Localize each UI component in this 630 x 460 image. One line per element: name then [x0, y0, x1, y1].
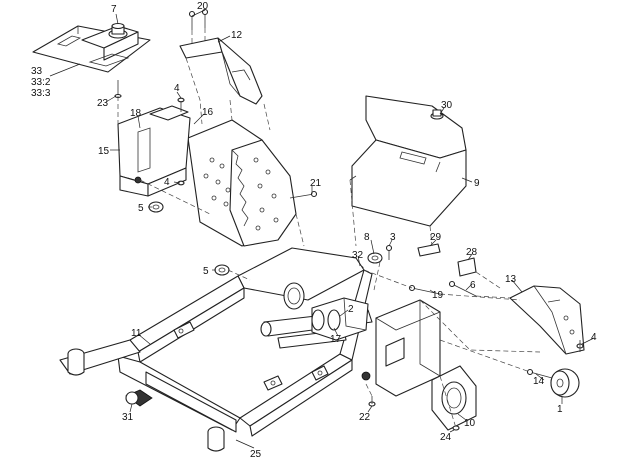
callout-33-3: 33:3: [31, 88, 51, 99]
callout-7: 7: [111, 4, 117, 15]
callout-33-2: 33:2: [31, 77, 51, 88]
spacer-5-lower: [214, 264, 230, 276]
callout-29: 29: [430, 232, 442, 243]
callout-24: 24: [440, 432, 452, 443]
callout-16: 16: [202, 107, 214, 118]
plate-29: [417, 243, 441, 257]
bolt-14: [526, 368, 553, 379]
callout-4-b: 4: [164, 177, 170, 188]
screw-3: [385, 244, 393, 260]
callout-14: 14: [533, 376, 545, 387]
callout-18: 18: [130, 108, 142, 119]
callout-2: 2: [348, 304, 354, 315]
callout-3: 3: [390, 232, 396, 243]
callout-28: 28: [466, 247, 478, 258]
screw-4-upper: [177, 97, 185, 112]
callout-10: 10: [464, 418, 476, 429]
gear-plate-holes: [203, 157, 279, 231]
mount-plate-33: [32, 25, 151, 73]
screw-4-right: [576, 340, 584, 352]
heat-shield-9: [349, 95, 467, 227]
callout-6: 6: [470, 280, 476, 291]
callout-12: 12: [231, 30, 243, 41]
bolts-20: [188, 8, 209, 45]
callout-11: 11: [131, 328, 142, 339]
callout-5-a: 5: [138, 203, 144, 214]
wheel-1: [550, 368, 580, 398]
frame-11: [117, 247, 373, 437]
callout-19: 19: [432, 290, 444, 301]
callout-32: 32: [352, 250, 364, 261]
motor-2: [311, 297, 369, 341]
callout-30: 30: [441, 100, 453, 111]
switch-31: [125, 389, 153, 407]
leader-lines: [49, 9, 595, 449]
screw-23: [114, 80, 122, 99]
knob-30: [430, 109, 444, 120]
callout-13: 13: [505, 274, 517, 285]
callout-labels: 7 20 12 33 33:2 33:3 23 4 18 16 15 4 5 3…: [31, 1, 597, 460]
screw-24: [452, 425, 460, 431]
callout-21: 21: [310, 178, 322, 189]
callout-22: 22: [359, 412, 371, 423]
cover-12: [179, 37, 263, 105]
cover-plate-10: [431, 365, 477, 431]
bolt-6: [448, 280, 477, 297]
callout-9: 9: [474, 178, 480, 189]
bracket-15: [117, 105, 211, 215]
assembly-lines: [117, 57, 541, 429]
callout-4-a: 4: [174, 83, 180, 94]
callout-25: 25: [250, 449, 262, 460]
bolt-21: [289, 190, 318, 199]
bushing-8: [367, 252, 383, 264]
cover-13: [509, 285, 585, 355]
knob-7: [108, 22, 128, 39]
callout-33: 33: [31, 66, 43, 77]
gear-plate-16: [187, 119, 297, 247]
foot-peg-right: [207, 426, 225, 452]
callout-1: 1: [557, 404, 563, 415]
callout-17: 17: [330, 334, 342, 345]
callout-15: 15: [98, 146, 110, 157]
callout-23: 23: [97, 98, 109, 109]
callout-8: 8: [364, 232, 370, 243]
callout-5-b: 5: [203, 266, 209, 277]
foot-peg-left: [59, 339, 141, 376]
plate-28: [457, 257, 477, 277]
gear-housing: [361, 299, 441, 397]
callout-20: 20: [197, 1, 209, 12]
callout-4-c: 4: [591, 332, 597, 343]
callout-31: 31: [122, 412, 134, 423]
screw-22: [368, 396, 376, 407]
